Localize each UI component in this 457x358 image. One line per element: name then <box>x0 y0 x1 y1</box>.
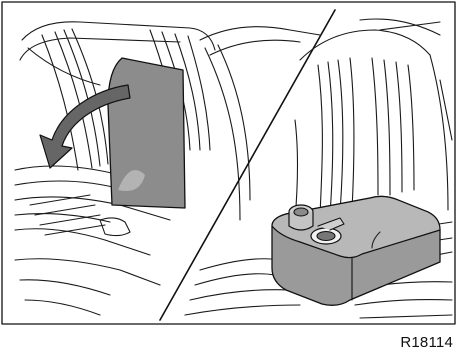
pass-through-panel <box>108 58 185 208</box>
figure-code-label: R18114 <box>399 334 454 351</box>
